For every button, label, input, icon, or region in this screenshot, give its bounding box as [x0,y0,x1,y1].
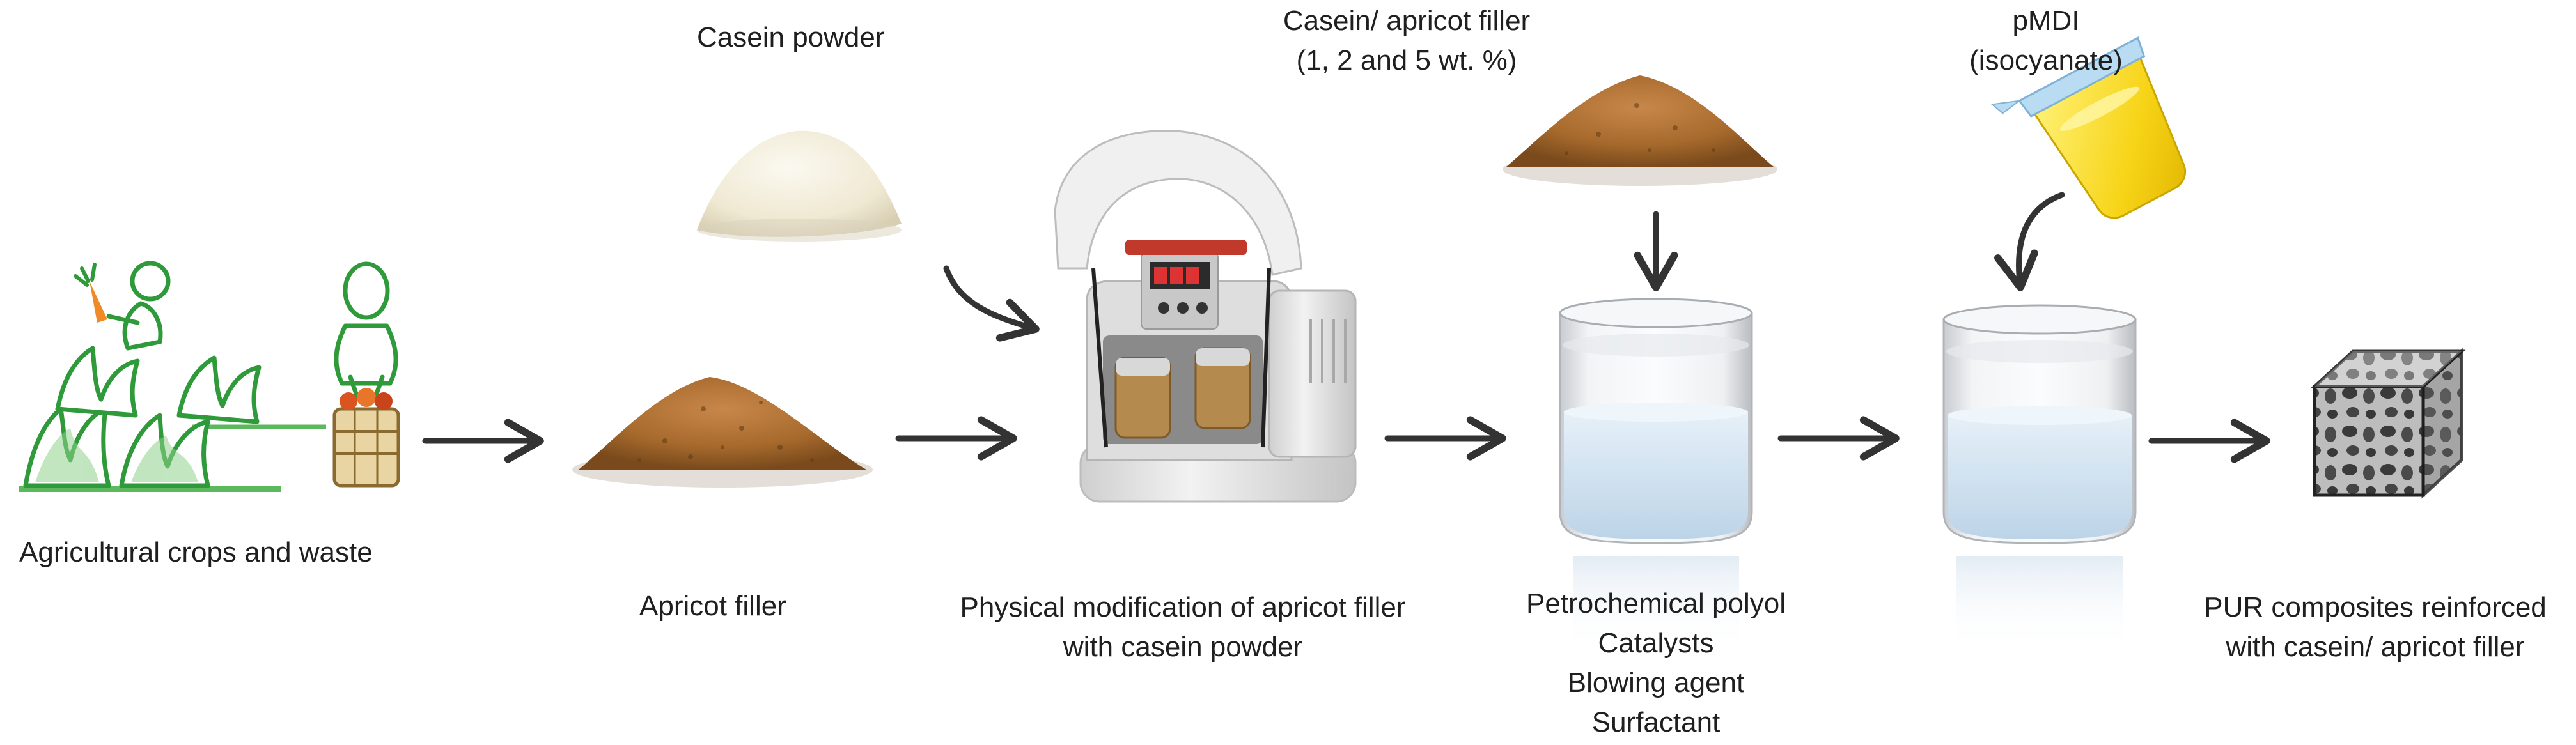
basket-icon [332,388,400,488]
farmer-plants-icon [19,261,400,492]
ball-mill-icon [1054,130,1357,503]
label-pur-composites: PUR composites reinforced with casein/ a… [2187,588,2564,667]
label-polyol-component: Blowing agent [1567,667,1745,698]
carrot-icon [74,263,107,323]
beaker-icon [1942,304,2137,652]
beaker-icon [1559,298,1753,652]
label-casein-apricot-filler: Casein/ apricot filler (1, 2 and 5 wt. %… [1215,1,1598,81]
arrow-isocyanate-to-beaker [1994,192,2065,291]
isocyanate-cup-icon [1990,36,2187,219]
filler-pile-icon [1503,75,1777,186]
flow-arrows [422,192,2270,463]
label-physical-modification: Physical modification of apricot filler … [933,588,1432,667]
label-apricot-filler: Apricot filler [639,590,786,622]
label-pmdi-line2: (isocyanate) [1969,45,2123,76]
label-casein-powder: Casein powder [697,22,885,53]
label-casein-apricot-filler-line1: Casein/ apricot filler [1283,5,1531,36]
label-polyol-component: Surfactant [1591,707,1721,738]
label-pur-composites-line2: with casein/ apricot filler [2226,631,2525,663]
casein-powder-icon [697,130,902,242]
label-pmdi: pMDI (isocyanate) [1950,1,2142,81]
label-casein-apricot-filler-line2: (1, 2 and 5 wt. %) [1296,45,1517,76]
filler-pile-icon [572,377,873,488]
label-polyol-component: Petrochemical polyol [1526,588,1786,619]
label-polyol-component: Catalysts [1598,627,1714,659]
label-physical-modification-line2: with casein powder [1063,631,1303,663]
arrow-casein-to-mill [943,265,1040,342]
label-agricultural-crops: Agricultural crops and waste [19,537,373,568]
label-pur-composites-line1: PUR composites reinforced [2204,592,2547,623]
label-physical-modification-line1: Physical modification of apricot filler [960,592,1406,623]
label-polyol-components: Petrochemical polyol Catalysts Blowing a… [1496,584,1816,742]
label-pmdi-line1: pMDI [2012,5,2080,36]
foam-cube-icon [2310,348,2466,499]
